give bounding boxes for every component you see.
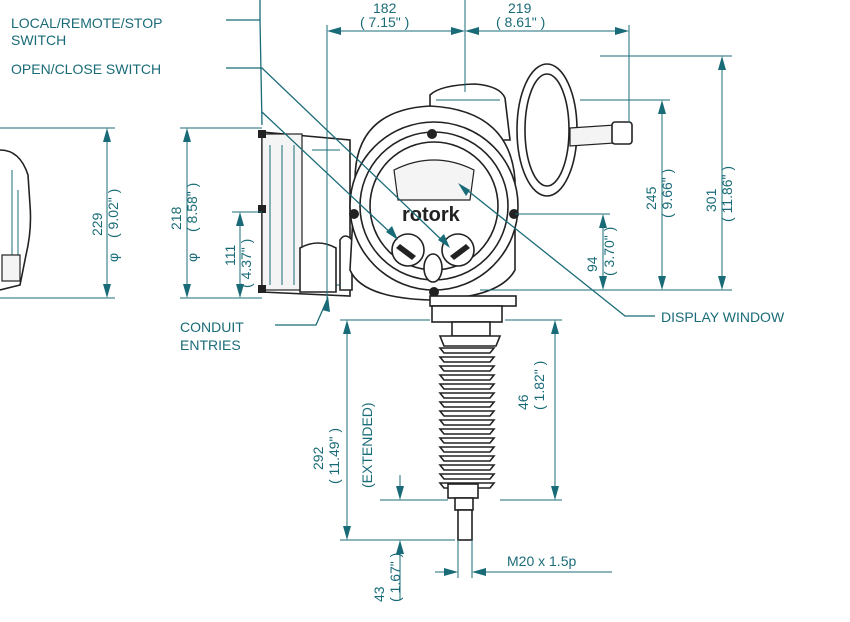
dim-111-inch-label: ( 4.37" ) [238, 239, 254, 288]
dim-182-label: 182 [373, 0, 397, 16]
stem-bellows [438, 321, 502, 541]
callouts: LOCAL/REMOTE/STOP SWITCH OPEN/CLOSE SWIT… [11, 0, 785, 353]
dim-46-inch-label: ( 1.82" ) [531, 361, 547, 410]
bellows-rib [438, 392, 496, 399]
dim-229-inch-label: ( 9.02" ) [105, 189, 121, 238]
dim-301-label: 301 [703, 188, 719, 212]
bellows [438, 347, 496, 489]
dim-43-inch-label: ( 1.67" ) [387, 553, 403, 602]
bellows-rib [438, 383, 496, 390]
dim-218-inch-label: ( 8.58" ) [184, 183, 200, 232]
bellows-rib [438, 347, 496, 354]
conduit-label-line2: ENTRIES [180, 337, 241, 353]
bellows-rib [438, 464, 496, 471]
conduit-label-line1: CONDUIT [180, 319, 244, 335]
bellows-rib [438, 356, 496, 363]
brand-logo: rotork [402, 204, 461, 226]
bellows-rib [438, 365, 496, 372]
bellows-rib [438, 410, 496, 417]
phi-symbol: φ [105, 253, 121, 262]
dim-94-inch-label: ( 3.70" ) [601, 227, 617, 276]
bellows-rib [438, 473, 496, 480]
dim-219-inch-label: ( 8.61" ) [496, 14, 545, 30]
dim-229-label: 229 [89, 212, 105, 236]
dim-182-inch-label: ( 7.15" ) [360, 14, 409, 30]
dim-292-inch-label: ( 11.49" ) [326, 428, 342, 484]
bellows-rib [438, 437, 496, 444]
actuator-body: rotork [258, 63, 633, 323]
dimension-lines: 182 ( 7.15" ) 219 ( 8.61" ) 301 ( 11.86"… [168, 0, 735, 602]
phi-symbol: φ [184, 253, 200, 262]
dim-245-inch-label: ( 9.66" ) [659, 169, 675, 218]
dim-245-label: 245 [643, 186, 659, 210]
bellows-rib [438, 419, 496, 426]
open-close-label: OPEN/CLOSE SWITCH [11, 61, 161, 77]
bellows-rib [438, 446, 496, 453]
dim-292-label: 292 [310, 446, 326, 470]
local-remote-stop-label-line2: SWITCH [11, 32, 66, 48]
local-remote-stop-label-line1: LOCAL/REMOTE/STOP [11, 15, 162, 31]
left-side-view: 229 ( 9.02" ) φ [0, 127, 121, 299]
dim-292-extended-label: (EXTENDED) [359, 402, 375, 488]
bellows-rib [438, 374, 496, 381]
dim-94-label: 94 [584, 256, 600, 272]
dim-43-label: 43 [371, 586, 387, 602]
dim-111-label: 111 [222, 245, 238, 266]
thread-size-label: M20 x 1.5p [507, 553, 576, 569]
display-window-label: DISPLAY WINDOW [661, 309, 785, 325]
dim-219-label: 219 [508, 0, 532, 16]
bellows-rib [438, 428, 496, 435]
dim-218-label: 218 [168, 206, 184, 230]
dim-46-label: 46 [515, 394, 531, 410]
bellows-rib [438, 455, 496, 462]
bellows-rib [438, 401, 496, 408]
dim-301-inch-label: ( 11.86" ) [719, 166, 735, 222]
